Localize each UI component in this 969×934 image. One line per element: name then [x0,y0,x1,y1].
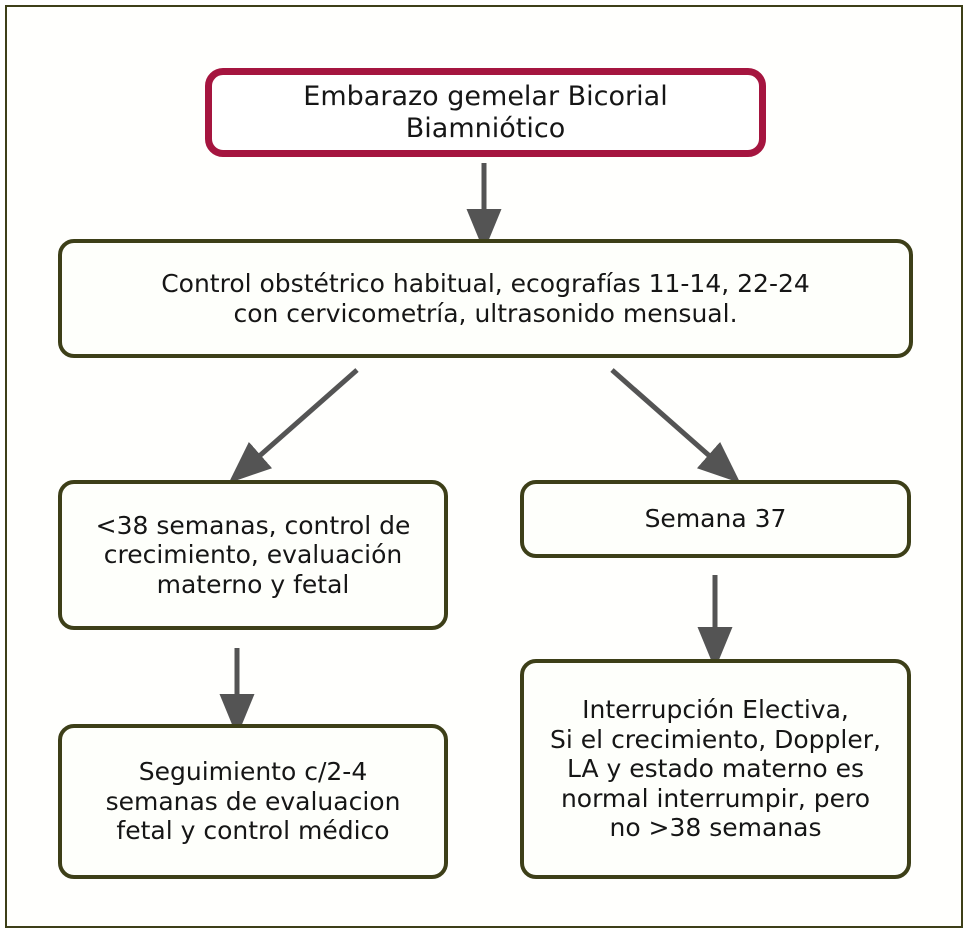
node-embarazo-gemelar-bicorial-biamniotico: Embarazo gemelar Bicorial Biamniótico [205,68,766,157]
edge-control-semana37-arrow [610,368,741,484]
node-menor-38-semanas: <38 semanas, control de crecimiento, eva… [58,480,448,630]
node-interrupcion-electiva: Interrupción Electiva, Si el crecimiento… [520,659,911,879]
node-control-obstetrico-habitual: Control obstétrico habitual, ecografías … [58,239,913,358]
node-seguimiento-cada-2-4-semanas: Seguimiento c/2-4 semanas de evaluacion … [58,724,448,879]
edge-control-under38-arrow [228,368,359,484]
node-semana-37: Semana 37 [520,480,911,558]
